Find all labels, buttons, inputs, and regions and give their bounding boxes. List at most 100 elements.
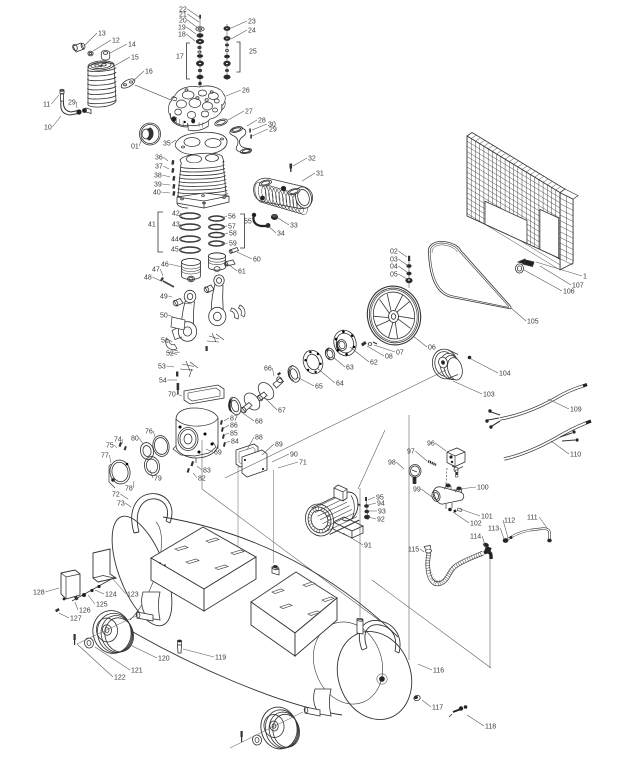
svg-text:74: 74 — [114, 437, 122, 444]
svg-text:01: 01 — [131, 144, 139, 151]
svg-text:16: 16 — [145, 69, 153, 76]
svg-text:106: 106 — [563, 289, 575, 296]
svg-text:94: 94 — [377, 501, 385, 508]
svg-text:71: 71 — [299, 460, 307, 467]
svg-text:126: 126 — [79, 608, 91, 615]
svg-text:85: 85 — [230, 431, 238, 438]
svg-text:77: 77 — [101, 453, 109, 460]
svg-text:107: 107 — [572, 283, 584, 290]
svg-text:68: 68 — [255, 419, 263, 426]
svg-text:41: 41 — [148, 222, 156, 229]
svg-text:19: 19 — [178, 25, 186, 32]
svg-text:65: 65 — [315, 384, 323, 391]
svg-text:38: 38 — [154, 173, 162, 180]
svg-text:101: 101 — [481, 514, 493, 521]
svg-text:02: 02 — [390, 249, 398, 256]
svg-text:51: 51 — [161, 338, 169, 345]
svg-text:99: 99 — [413, 487, 421, 494]
svg-text:102: 102 — [470, 521, 482, 528]
svg-text:61: 61 — [238, 269, 246, 276]
svg-text:24: 24 — [248, 28, 256, 35]
svg-text:67: 67 — [278, 408, 286, 415]
svg-text:79: 79 — [154, 476, 162, 483]
svg-text:40: 40 — [153, 190, 161, 197]
svg-text:04: 04 — [390, 264, 398, 271]
svg-text:08: 08 — [385, 354, 393, 361]
svg-text:46: 46 — [161, 262, 169, 269]
svg-text:48: 48 — [144, 275, 152, 282]
svg-text:14: 14 — [128, 42, 136, 49]
svg-text:28: 28 — [258, 118, 266, 125]
svg-text:69: 69 — [214, 450, 222, 457]
svg-text:07: 07 — [396, 350, 404, 357]
svg-text:11: 11 — [43, 102, 50, 109]
svg-text:84: 84 — [231, 439, 239, 446]
svg-text:34: 34 — [277, 231, 285, 238]
svg-text:96: 96 — [427, 441, 435, 448]
svg-text:05: 05 — [390, 272, 398, 279]
svg-text:27: 27 — [245, 109, 253, 116]
svg-text:76: 76 — [145, 429, 153, 436]
svg-text:95: 95 — [376, 495, 384, 502]
svg-text:50: 50 — [160, 313, 168, 320]
svg-text:105: 105 — [527, 319, 539, 326]
svg-text:125: 125 — [96, 602, 108, 609]
svg-text:25: 25 — [249, 49, 257, 56]
svg-text:64: 64 — [336, 381, 344, 388]
svg-text:22: 22 — [179, 7, 187, 14]
svg-text:13: 13 — [98, 31, 106, 38]
svg-text:59: 59 — [229, 241, 237, 248]
svg-text:75: 75 — [106, 443, 114, 450]
svg-text:17: 17 — [176, 54, 184, 61]
svg-text:42: 42 — [172, 211, 180, 218]
svg-text:18: 18 — [178, 32, 186, 39]
svg-text:60: 60 — [253, 257, 261, 264]
svg-text:53: 53 — [158, 364, 166, 371]
svg-text:03: 03 — [390, 257, 398, 264]
svg-text:54: 54 — [159, 378, 167, 385]
svg-text:117: 117 — [432, 705, 443, 712]
svg-text:110: 110 — [570, 452, 581, 459]
svg-text:93: 93 — [378, 509, 386, 516]
svg-text:29: 29 — [68, 100, 76, 107]
svg-text:56: 56 — [228, 214, 236, 221]
svg-text:31: 31 — [316, 171, 324, 178]
svg-text:115: 115 — [408, 547, 419, 554]
svg-text:123: 123 — [127, 592, 139, 599]
svg-text:118: 118 — [485, 724, 496, 731]
svg-text:116: 116 — [433, 668, 444, 675]
svg-text:104: 104 — [499, 371, 511, 378]
svg-text:88: 88 — [255, 435, 263, 442]
svg-text:90: 90 — [290, 452, 298, 459]
svg-text:47: 47 — [152, 267, 160, 274]
svg-text:58: 58 — [229, 231, 237, 238]
svg-text:91: 91 — [364, 543, 372, 550]
svg-text:37: 37 — [155, 164, 163, 171]
svg-text:119: 119 — [215, 655, 226, 662]
svg-text:103: 103 — [483, 392, 495, 399]
svg-text:113: 113 — [488, 526, 499, 533]
svg-text:32: 32 — [308, 156, 316, 163]
svg-text:55: 55 — [244, 219, 252, 226]
svg-text:100: 100 — [477, 485, 489, 492]
svg-text:70: 70 — [168, 392, 176, 399]
svg-text:112: 112 — [504, 518, 515, 525]
svg-text:109: 109 — [570, 407, 582, 414]
svg-text:87: 87 — [230, 416, 238, 423]
svg-text:39: 39 — [154, 182, 162, 189]
svg-text:92: 92 — [377, 517, 385, 524]
svg-text:66: 66 — [264, 366, 272, 373]
svg-text:86: 86 — [230, 423, 238, 430]
svg-text:57: 57 — [228, 224, 236, 231]
svg-text:78: 78 — [125, 486, 133, 493]
svg-text:20: 20 — [179, 18, 187, 25]
svg-text:73: 73 — [117, 501, 125, 508]
svg-text:98: 98 — [388, 460, 396, 467]
svg-text:72: 72 — [112, 492, 120, 499]
svg-text:49: 49 — [160, 294, 168, 301]
svg-text:15: 15 — [131, 55, 139, 62]
svg-text:122: 122 — [114, 675, 126, 682]
svg-text:127: 127 — [70, 616, 82, 623]
svg-text:33: 33 — [290, 223, 298, 230]
svg-text:89: 89 — [275, 442, 283, 449]
